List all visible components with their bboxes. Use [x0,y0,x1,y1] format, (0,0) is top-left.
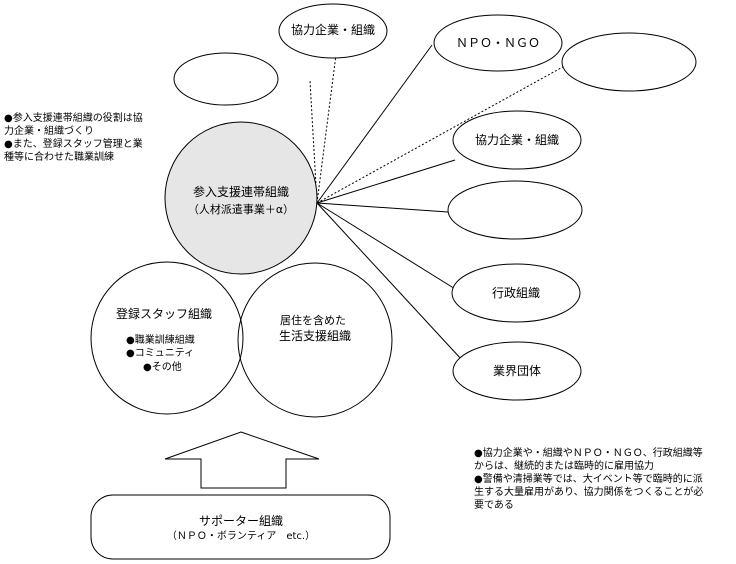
left-note-line: ●参入支援連帯組織の役割は協 [4,113,143,124]
partner-label: 協力企業・組織 [474,133,560,147]
center-subtitle: （人材派遣事業＋α） [187,203,295,216]
supporter-subtitle: （ＮＰＯ・ボランティア etc.） [166,531,316,542]
supporter-title: サポーター組織 [198,514,284,528]
partner-label: 協力企業・組織 [290,23,376,37]
center-title: 参入支援連帯組織 [192,185,290,199]
partner-ellipse-blank-left [173,52,279,106]
connector-line [316,202,461,293]
center-circle [164,121,318,275]
living-support-line2: 生活支援組織 [278,329,352,343]
partner-ellipse-npo-ngo [433,14,563,72]
partner-ellipse-blank-right [561,32,697,92]
registration-circle [90,261,244,415]
partner-ellipse-blank-middle [447,180,583,240]
connector-line [316,44,433,204]
connector-lines [309,44,589,361]
partner-label: 業界団体 [492,364,542,378]
registration-item: ●その他 [143,362,182,373]
right-note-line: からは、継続的または臨時的に雇用協力 [474,461,654,472]
right-note-line: 要である [474,500,514,511]
partner-ellipse-industry-group [452,341,582,401]
registration-title: 登録スタッフ組織 [115,307,213,321]
right-note-line: ●協力企業や・組織やＮＰＯ・ＮＧＯ、行政組織等 [474,448,703,459]
right-note-line: 生する大量雇用があり、協力関係をつくることが必 [474,487,704,498]
left-note-line: 種等に合わせた職業訓練 [4,152,114,163]
living-support-line1: 居住を含めた [280,314,346,327]
right-note: ●協力企業や・組織やＮＰＯ・ＮＧＯ、行政組織等 からは、継続的または臨時的に雇用… [474,447,703,512]
registration-item: ●職業訓練組織 [126,335,195,346]
connector-line [316,202,449,213]
right-note-line: ●警備や清掃業等では、大イベント等で臨時的に派 [474,474,703,485]
partner-ellipse-government [451,263,581,323]
connector-line [316,202,463,361]
partner-ellipse-cooperating-org-middle [452,110,582,170]
left-note: ●参入支援連帯組織の役割は協 力企業・組織づくり ●また、登録スタッフ管理と業 … [4,112,143,164]
left-note-line: 力企業・組織づくり [4,126,94,137]
supporter-box [90,494,391,560]
living-support-circle [237,262,393,418]
partner-label: 行政組織 [491,286,541,300]
registration-item: ●コミュニティ [126,348,195,359]
left-note-line: ●また、登録スタッフ管理と業 [4,139,143,150]
partner-label: ＮＰＯ・ＮＧＯ [455,36,541,50]
partner-ellipse-cooperating-org-top [278,3,388,59]
up-arrow [164,431,320,489]
connector-line [316,159,456,204]
